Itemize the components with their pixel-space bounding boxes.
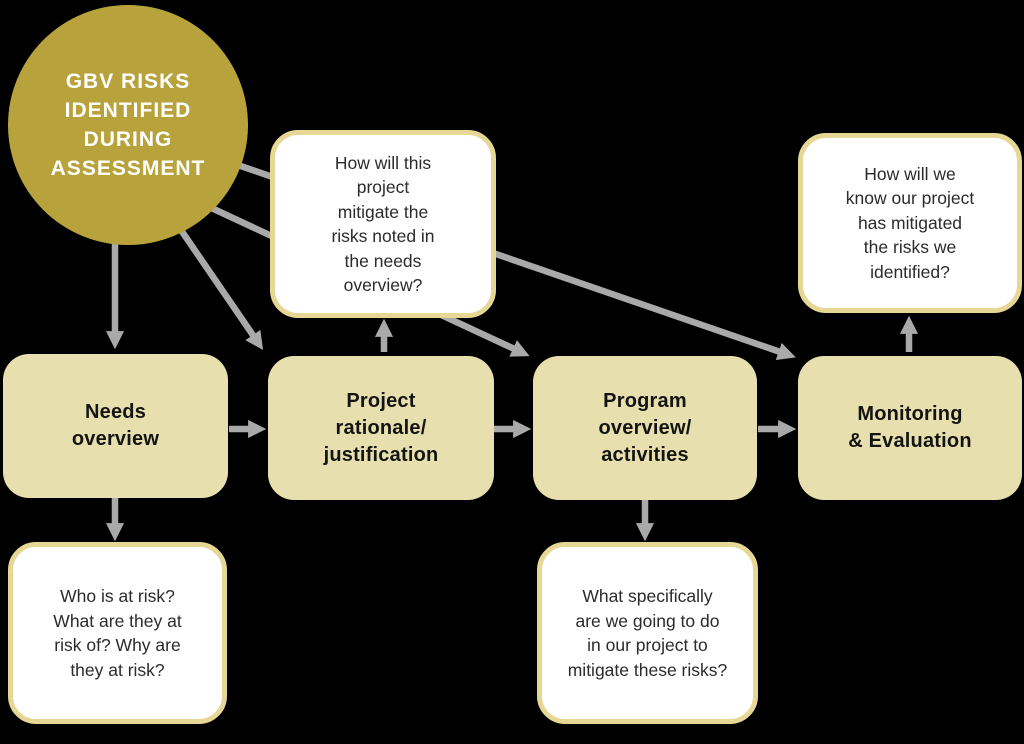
callout-question-what-specifically-text: What specifically are we going to do in … — [567, 586, 728, 680]
stage-program-overview-label: Program overview/ activities — [598, 389, 692, 466]
callout-question-mitigate-text: How will this project mitigate the risks… — [331, 152, 435, 296]
callout-question-who-at-risk: Who is at risk? What are they at risk of… — [8, 542, 227, 724]
stage-needs-overview: Needs overview — [3, 354, 228, 498]
callout-question-mitigate: How will this project mitigate the risks… — [270, 130, 496, 318]
stage-program-overview: Program overview/ activities — [533, 356, 757, 500]
arrow-assessment-to-rationale — [167, 212, 264, 351]
stage-monitoring-evaluation-label: Monitoring & Evaluation — [848, 403, 972, 452]
callout-question-know-text: How will we know our project has mitigat… — [845, 163, 975, 282]
stage-needs-overview-label: Needs overview — [71, 401, 160, 450]
stage-monitoring-evaluation: Monitoring & Evaluation — [798, 356, 1022, 500]
callout-question-what-specifically: What specifically are we going to do in … — [537, 542, 758, 724]
stage-project-rationale: Project rationale/ justification — [268, 356, 494, 500]
stage-project-rationale-label: Project rationale/ justification — [323, 389, 439, 466]
assessment-circle: GBV RISKS IDENTIFIED DURING ASSESSMENT — [8, 5, 248, 245]
callout-question-know: How will we know our project has mitigat… — [798, 133, 1022, 313]
callout-question-who-at-risk-text: Who is at risk? What are they at risk of… — [53, 586, 182, 680]
assessment-circle-label: GBV RISKS IDENTIFIED DURING ASSESSMENT — [50, 70, 206, 180]
